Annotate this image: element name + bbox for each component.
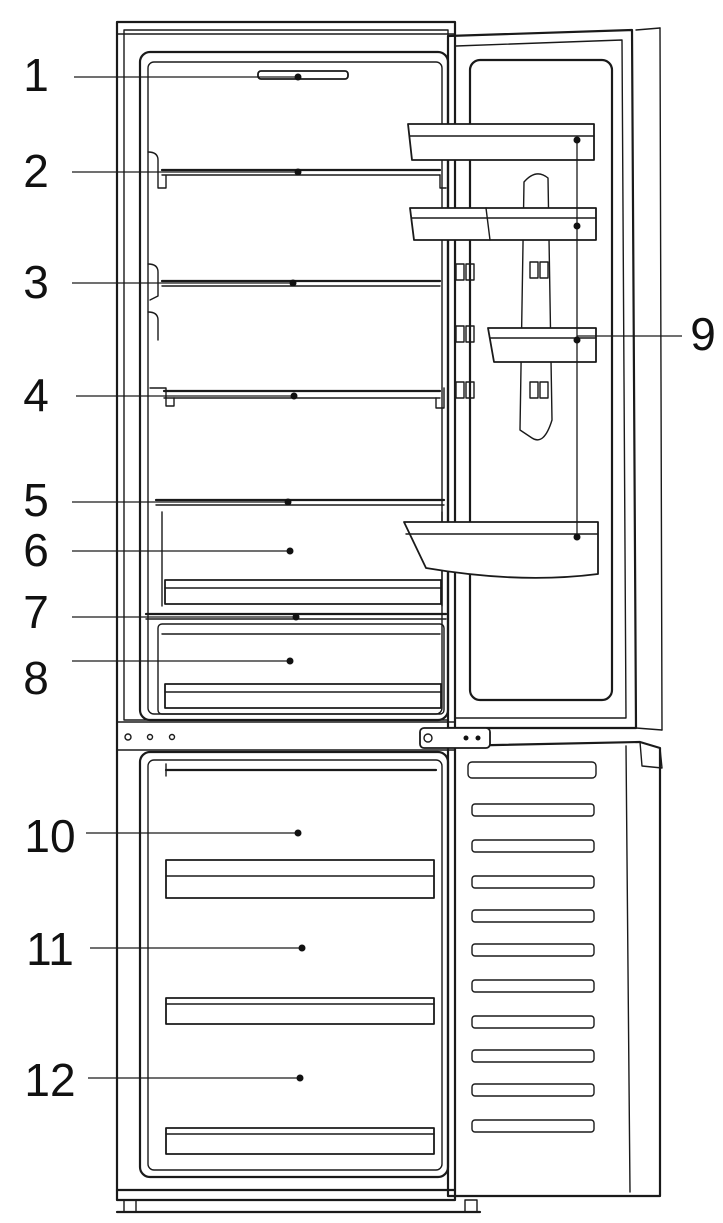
leader-dot [284, 498, 292, 506]
callout-12: 12 [24, 1054, 304, 1106]
glass-shelf-5 [154, 498, 446, 506]
callout-11: 11 [26, 923, 306, 975]
shelf-supports [455, 263, 475, 399]
leader-dot [573, 222, 581, 230]
leader-dot [286, 657, 294, 665]
callout-label: 4 [23, 369, 49, 421]
glass-shelf-4 [149, 387, 445, 409]
door-balconies [403, 123, 599, 579]
leader-dot [294, 829, 302, 837]
callout-6: 6 [23, 524, 294, 576]
callout-label: 2 [23, 145, 49, 197]
freezer-door [419, 727, 663, 1198]
leader-dot [573, 533, 581, 541]
freezer-drawer-middle [165, 859, 435, 899]
callout-label: 5 [23, 474, 49, 526]
callout-5: 5 [23, 474, 292, 526]
callout-label: 10 [24, 810, 75, 862]
callout-label: 8 [23, 652, 49, 704]
callout-label: 1 [23, 49, 49, 101]
callout-9: 9 [573, 136, 716, 541]
callout-label: 11 [26, 923, 74, 975]
glass-shelf-3 [147, 263, 442, 341]
callout-label: 6 [23, 524, 49, 576]
callout-1: 1 [23, 49, 302, 101]
leader-dot [573, 336, 581, 344]
callout-label: 7 [23, 586, 49, 638]
leader-dot [573, 136, 581, 144]
leader-dot [290, 392, 298, 400]
leader-dot [286, 547, 294, 555]
fridge-door [446, 27, 663, 731]
callout-label: 3 [23, 256, 49, 308]
interior-light [257, 70, 349, 80]
callout-7: 7 [23, 586, 300, 638]
leader-dot [296, 1074, 304, 1082]
callout-label: 9 [690, 308, 716, 360]
freezer-drawer-top [164, 763, 438, 777]
leader-dot [292, 613, 300, 621]
callout-3: 3 [23, 256, 297, 308]
leader-dot [294, 73, 302, 81]
callout-8: 8 [23, 652, 294, 704]
callout-10: 10 [24, 810, 302, 862]
freezer-drawer-bottom [165, 997, 435, 1155]
callout-label: 12 [24, 1054, 75, 1106]
leader-dot [294, 168, 302, 176]
callout-2: 2 [23, 145, 302, 197]
callout-4: 4 [23, 369, 298, 421]
leader-dot [298, 944, 306, 952]
crisper-drawer-lower [157, 623, 445, 715]
crisper-drawer-upper [161, 511, 443, 607]
leader-dot [289, 279, 297, 287]
glass-shelf-2 [147, 151, 447, 189]
